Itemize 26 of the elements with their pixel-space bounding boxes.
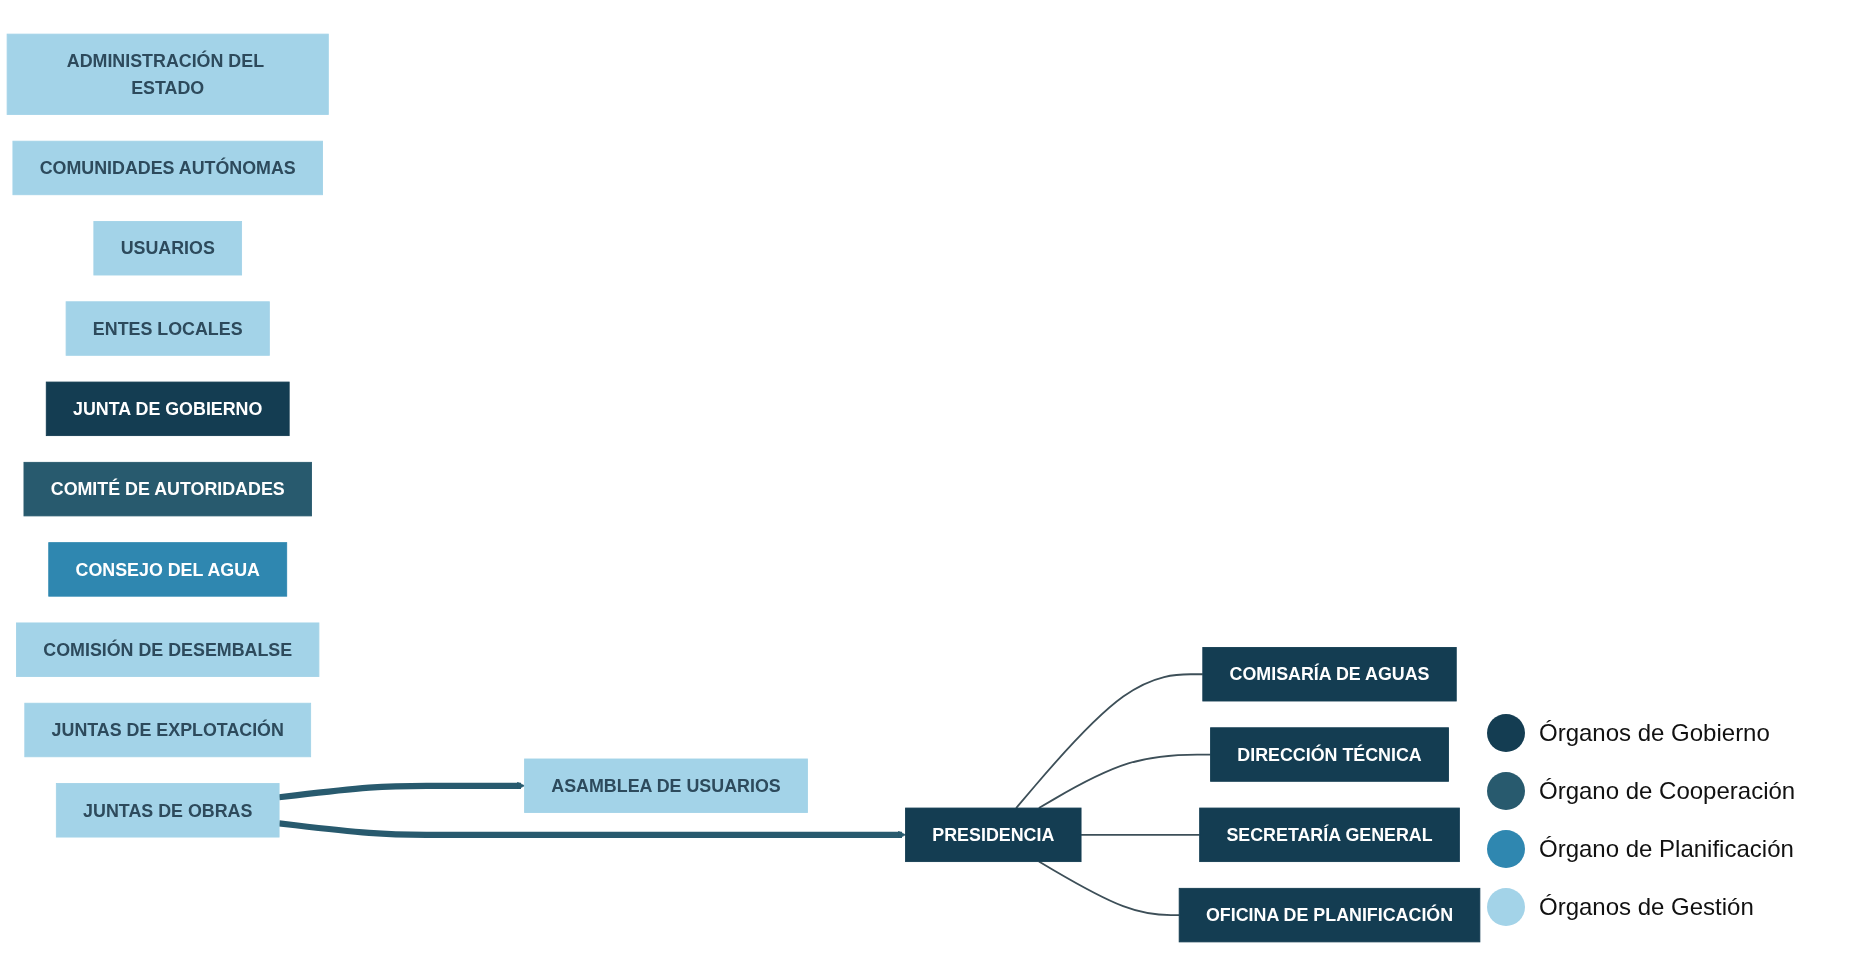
node-box: COMISARÍA DE AGUAS — [1202, 647, 1457, 702]
node-box: COMISIÓN DE DESEMBALSE — [16, 622, 320, 677]
arrow — [278, 781, 525, 801]
node-box: COMUNIDADES AUTÓNOMAS — [12, 140, 323, 196]
node-box: SECRETARÍA GENERAL — [1199, 807, 1460, 862]
node-box: JUNTAS DE EXPLOTACIÓN — [24, 702, 312, 758]
node-box: JUNTA DE GOBIERNO — [45, 381, 290, 437]
node-box: USUARIOS — [93, 221, 243, 276]
node-box: CONSEJO DEL AGUA — [48, 542, 288, 597]
connector — [1080, 833, 1201, 836]
legend-label: Órganos de Gobierno — [1539, 719, 1770, 747]
legend-label: Órganos de Gestión — [1539, 893, 1754, 921]
legend-label: Órgano de Planificación — [1539, 835, 1794, 863]
connector — [1015, 673, 1204, 809]
connector — [1038, 753, 1212, 809]
node-box: OFICINA DE PLANIFICACIÓN — [1178, 887, 1481, 943]
legend-label: Órgano de Cooperación — [1539, 777, 1796, 805]
node-box: COMITÉ DE AUTORIDADES — [23, 461, 312, 517]
node-box: ASAMBLEA DE USUARIOS — [524, 758, 808, 813]
arrow — [278, 820, 906, 839]
node-box: ENTES LOCALES — [65, 301, 270, 356]
node-box: JUNTAS DE OBRAS — [55, 783, 280, 838]
connector — [1038, 860, 1181, 916]
node-box: ADMINISTRACIÓN DEL ESTADO — [6, 33, 329, 115]
node-box: PRESIDENCIA — [905, 807, 1082, 862]
node-box: DIRECCIÓN TÉCNICA — [1210, 727, 1449, 782]
